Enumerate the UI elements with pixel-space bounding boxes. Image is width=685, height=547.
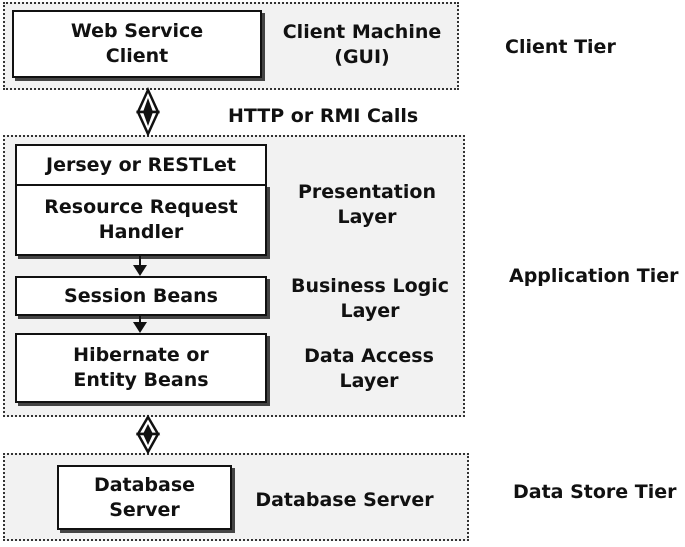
database-server-label: Database Server bbox=[255, 489, 434, 511]
data-access-layer-label: Data Access Layer bbox=[304, 345, 434, 392]
session-to-hibernate-arrow-icon bbox=[133, 316, 147, 333]
business-logic-layer-label: Business Logic Layer bbox=[290, 275, 449, 322]
client-app-double-arrow-icon bbox=[136, 86, 160, 138]
client-machine-label: Client Machine (GUI) bbox=[282, 21, 442, 68]
session-beans-box: Session Beans bbox=[15, 276, 267, 316]
hibernate-entity-beans-box: Hibernate or Entity Beans bbox=[15, 333, 267, 403]
handler-to-session-arrow-icon bbox=[133, 256, 147, 276]
application-tier-label: Application Tier bbox=[509, 265, 679, 287]
http-rmi-calls-label: HTTP or RMI Calls bbox=[228, 105, 419, 127]
database-server-box: Database Server bbox=[57, 465, 232, 530]
resource-request-handler-box: Resource Request Handler bbox=[15, 184, 267, 256]
data-store-tier-label: Data Store Tier bbox=[513, 481, 677, 503]
presentation-layer-label: Presentation Layer bbox=[298, 181, 436, 228]
web-service-client-box: Web Service Client bbox=[12, 10, 262, 78]
app-datastore-double-arrow-icon bbox=[135, 414, 161, 455]
client-tier-label: Client Tier bbox=[505, 36, 616, 58]
